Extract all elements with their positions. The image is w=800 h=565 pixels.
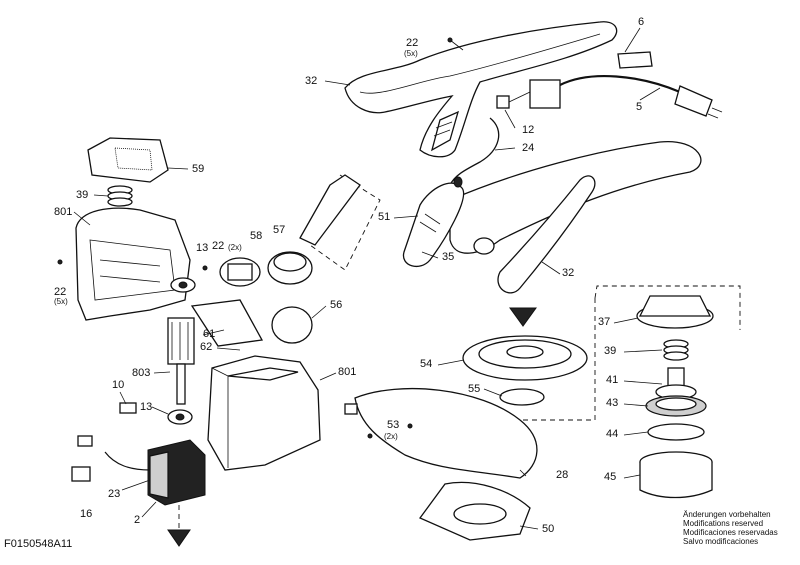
callout-51: 51	[378, 211, 391, 223]
ring-44	[647, 423, 705, 441]
callout-58: 58	[250, 230, 263, 242]
arrow-down-left	[167, 529, 191, 547]
plate-61	[190, 299, 264, 347]
dashed-outline-51	[309, 174, 381, 271]
callout-801-lower: 801	[338, 366, 357, 378]
upper-handle-32	[344, 21, 618, 158]
ring-55	[499, 388, 545, 406]
callout-59: 59	[192, 163, 205, 175]
base-50	[418, 481, 531, 541]
callout-57: 57	[273, 224, 286, 236]
callout-55: 55	[468, 383, 481, 395]
note-de: Änderungen vorbehalten	[683, 510, 771, 519]
callout-22-left: 22	[54, 286, 67, 298]
callout-22-mid: 22	[212, 240, 225, 252]
callout-39-left: 39	[76, 189, 89, 201]
terminal-10	[119, 402, 137, 414]
callout-22-left-qty: (5x)	[54, 297, 68, 306]
cap-45	[639, 451, 713, 499]
callout-53-qty: (2x)	[384, 432, 398, 441]
bearing-13-bottom	[167, 409, 193, 425]
note-pt: Salvo modificaciones	[683, 537, 759, 546]
strain-relief-6	[617, 51, 653, 69]
callout-54: 54	[420, 358, 433, 370]
callout-43: 43	[606, 397, 619, 409]
callout-53: 53	[387, 419, 400, 431]
clip-16	[71, 435, 93, 482]
callout-13-bottom: 13	[140, 401, 153, 413]
callout-37: 37	[598, 316, 611, 328]
callout-56: 56	[330, 299, 343, 311]
wire-23	[104, 451, 151, 471]
end-cap-56	[271, 306, 313, 344]
callout-41: 41	[606, 374, 619, 386]
armature-803	[167, 317, 195, 405]
dashed-outline-right	[520, 285, 741, 421]
fan-cap-57	[267, 251, 313, 285]
spring-39-right	[663, 339, 689, 361]
callout-44: 44	[606, 428, 619, 440]
callout-13-top: 13	[196, 242, 209, 254]
lower-housing-801	[207, 355, 321, 471]
spool-43	[645, 395, 707, 417]
callout-23: 23	[108, 488, 121, 500]
spool-cover-37	[636, 295, 714, 329]
screw-22-left	[57, 259, 63, 265]
note-en: Modifications reserved	[683, 519, 764, 528]
grip-35	[402, 176, 465, 268]
stator-2	[147, 439, 206, 506]
callout-16: 16	[80, 508, 93, 520]
callout-62: 62	[200, 341, 213, 353]
callout-24: 24	[522, 142, 535, 154]
drawing-id: F0150548A11	[4, 538, 73, 550]
callout-6: 6	[638, 16, 645, 28]
screw-22-top	[447, 37, 464, 51]
callout-39-right: 39	[604, 345, 617, 357]
arrow-down-center	[509, 307, 537, 327]
callout-32-upper: 32	[305, 75, 318, 87]
callout-22-top: 22	[406, 37, 419, 49]
callout-2: 2	[134, 514, 141, 526]
guard-28	[344, 387, 538, 479]
leader-lines	[73, 27, 663, 530]
spring-39-left	[107, 185, 133, 207]
tube-insert-57	[299, 174, 361, 246]
modification-notes: Änderungen vorbehalten Modifications res…	[683, 510, 778, 546]
housing-half-801	[75, 207, 191, 321]
callout-801-top: 801	[54, 206, 73, 218]
callout-35: 35	[442, 251, 455, 263]
callout-10: 10	[112, 379, 125, 391]
power-cable-5	[559, 74, 723, 119]
note-es: Modificaciones reservadas	[683, 528, 778, 537]
callout-5: 5	[636, 101, 643, 113]
callout-45: 45	[604, 471, 617, 483]
hub-41	[655, 367, 697, 400]
bearing-13-top	[170, 277, 196, 293]
callout-61: 61	[203, 328, 216, 340]
callout-22-top-qty: (5x)	[404, 49, 418, 58]
cover-59	[87, 137, 169, 183]
callout-28: 28	[556, 469, 569, 481]
callout-803: 803	[132, 367, 151, 379]
callout-22-mid-qty: (2x)	[228, 243, 242, 252]
spool-disc-54	[462, 335, 588, 381]
switch-12	[496, 79, 561, 109]
callout-50: 50	[542, 523, 555, 535]
callout-32-lower: 32	[562, 267, 575, 279]
brush-holder-58	[219, 257, 261, 287]
lower-tube-32	[449, 141, 702, 294]
callout-12: 12	[522, 124, 535, 136]
screw-22-mid	[202, 265, 208, 271]
